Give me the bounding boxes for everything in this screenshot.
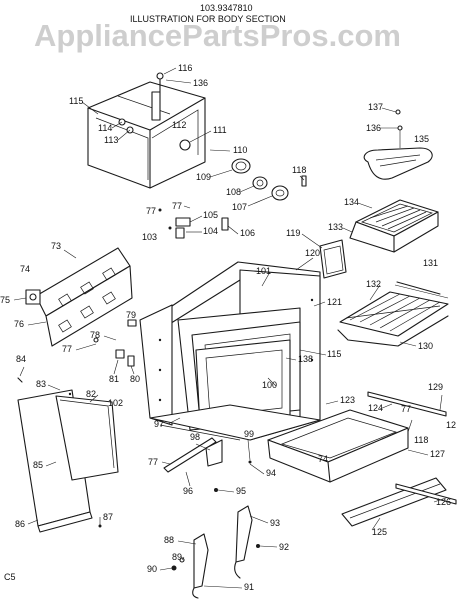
part-label: 89 [172, 552, 182, 562]
vent-duct [319, 239, 347, 279]
part-label: 136 [193, 78, 208, 88]
part-label: 131 [423, 258, 438, 268]
watermark: AppliancePartsPros.com [34, 18, 401, 53]
part-label: 115 [69, 96, 83, 106]
part-label: 130 [418, 341, 433, 351]
footer-code: C5 [4, 572, 16, 582]
part-label: 80 [130, 374, 140, 384]
door-hinges [171, 505, 260, 599]
part-label: 83 [36, 379, 46, 389]
part-label: 101 [256, 266, 271, 276]
part-label: 77 [172, 201, 182, 211]
control-panel [35, 247, 133, 347]
part-labels: 116 136 115 114 113 112 111 110 109 108 … [0, 63, 456, 592]
part-label: 81 [109, 374, 119, 384]
part-label: 124 [368, 403, 383, 413]
part-label: 110 [233, 145, 247, 155]
diagram-title: ILLUSTRATION FOR BODY SECTION [130, 14, 286, 24]
part-label: 82 [86, 389, 96, 399]
part-label: 94 [266, 468, 276, 478]
broiler-pan-element [363, 109, 433, 180]
part-label: 135 [414, 134, 429, 144]
part-label: 136 [366, 123, 381, 133]
part-label: 93 [270, 518, 280, 528]
storage-drawer [267, 409, 409, 483]
part-label: 125 [372, 527, 387, 537]
part-label: 121 [327, 297, 342, 307]
part-label: 98 [190, 432, 200, 442]
part-label: 73 [51, 241, 61, 251]
part-label: 116 [178, 63, 192, 73]
part-label: 96 [183, 486, 193, 496]
part-label: 106 [240, 228, 255, 238]
range-body [139, 261, 321, 441]
part-label: 109 [196, 172, 211, 182]
drawer-front-panel [341, 477, 447, 527]
pin-84 [17, 377, 23, 383]
part-label: 74 [318, 454, 328, 464]
part-label: 118 [292, 165, 306, 175]
part-label: 108 [226, 187, 241, 197]
part-label: 133 [328, 222, 343, 232]
leader-lines [13, 67, 447, 589]
part-label: 12 [446, 420, 456, 430]
part-label: 126 [436, 497, 451, 507]
part-label: 77 [401, 404, 411, 414]
oven-rack [337, 284, 449, 347]
broiler-grid [349, 199, 439, 253]
bottom-rail [163, 437, 252, 492]
selector-switch [25, 289, 41, 305]
part-label: 85 [33, 460, 43, 470]
part-label: 105 [203, 210, 218, 220]
part-label: 90 [147, 564, 157, 574]
part-label: 113 [104, 135, 118, 145]
part-label: 99 [244, 429, 254, 439]
part-label: 77 [148, 457, 158, 467]
part-label: 120 [305, 248, 320, 258]
part-label: 87 [103, 512, 113, 522]
rack-support-131 [396, 281, 441, 295]
part-label: 74 [20, 264, 30, 274]
part-label: 107 [232, 202, 247, 212]
part-label: 102 [108, 398, 123, 408]
drawer-rail-126 [395, 483, 457, 505]
part-label: 77 [62, 344, 72, 354]
part-label: 103 [142, 232, 157, 242]
part-label: 92 [279, 542, 289, 552]
upper-box-assembly [87, 72, 206, 189]
part-label: 95 [236, 486, 246, 496]
part-label: 112 [172, 120, 186, 130]
part-label: 91 [244, 582, 254, 592]
part-label: 114 [98, 123, 112, 133]
side-panel [17, 389, 119, 533]
part-label: 111 [213, 125, 227, 135]
part-label: 79 [126, 310, 136, 320]
part-label: 123 [340, 395, 355, 405]
part-label: 119 [286, 228, 300, 238]
part-label: 78 [90, 330, 100, 340]
part-label: 75 [0, 295, 10, 305]
model-number: 103.9347810 [200, 3, 253, 13]
part-label: 77 [146, 206, 156, 216]
part-label: 104 [203, 226, 218, 236]
part-label: 137 [368, 102, 383, 112]
part-label: 88 [164, 535, 174, 545]
part-label: 100 [262, 380, 277, 390]
part-label: 97 [154, 419, 164, 429]
part-label: 134 [344, 197, 359, 207]
drawer-rail-129 [367, 391, 447, 417]
part-label: 86 [15, 519, 25, 529]
part-label: 132 [366, 279, 381, 289]
part-label: 76 [14, 319, 24, 329]
part-label: 84 [16, 354, 26, 364]
grommet-rings [231, 158, 307, 201]
part-label: 127 [430, 449, 445, 459]
part-label: 115 [327, 349, 341, 359]
terminal-blocks [93, 319, 137, 367]
part-label: 129 [428, 382, 443, 392]
part-label: 118 [414, 435, 428, 445]
part-label: 138 [298, 354, 313, 364]
